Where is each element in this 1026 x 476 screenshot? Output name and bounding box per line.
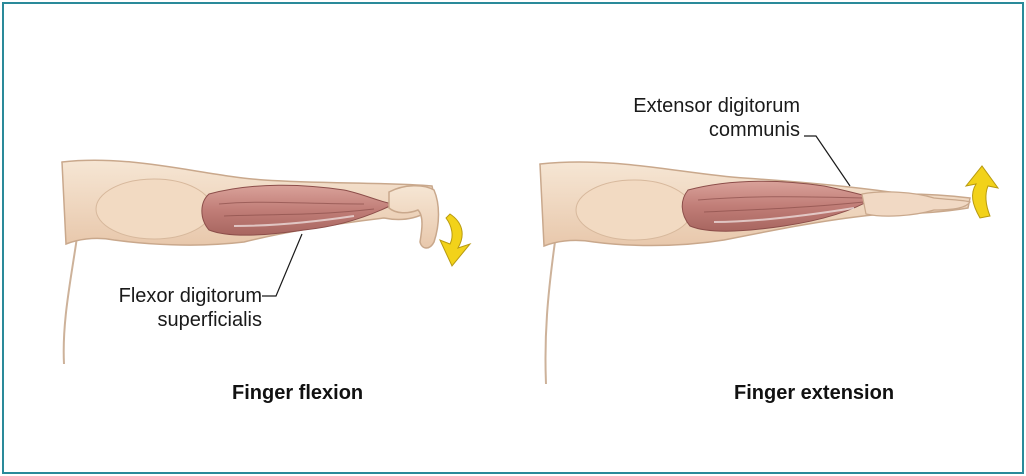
extensor-label: Extensor digitorum communis xyxy=(600,94,800,142)
flexor-label: Flexor digitorum superficialis xyxy=(92,284,262,332)
extensor-label-line1: Extensor digitorum xyxy=(600,94,800,118)
flexor-label-line2: superficialis xyxy=(92,308,262,332)
extension-arm xyxy=(540,162,970,384)
flexion-arrow-icon xyxy=(440,214,470,266)
extension-arrow-icon xyxy=(966,166,998,218)
flexion-arm xyxy=(62,160,439,364)
flexor-label-line1: Flexor digitorum xyxy=(92,284,262,308)
extension-caption: Finger extension xyxy=(734,382,894,405)
extensor-label-line2: communis xyxy=(600,118,800,142)
flexion-caption: Finger flexion xyxy=(232,382,363,405)
